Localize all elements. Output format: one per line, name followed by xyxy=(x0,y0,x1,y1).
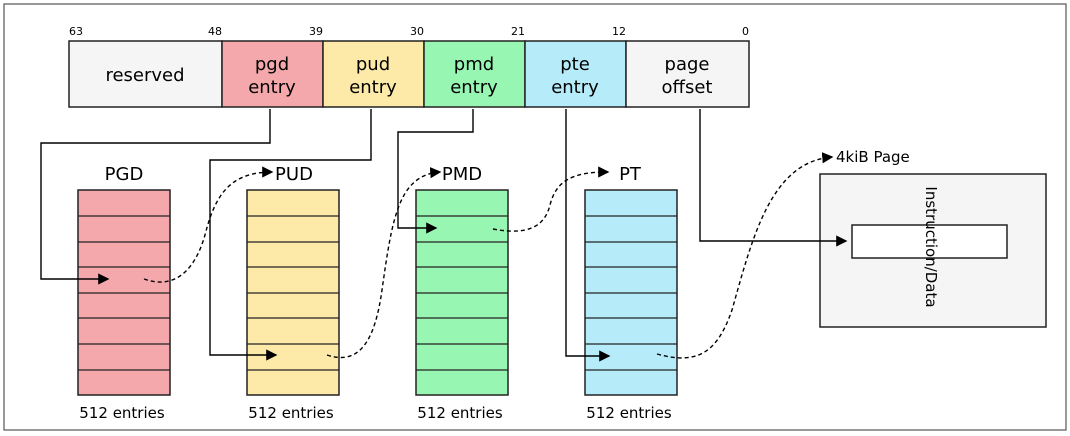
field-pgd-line2: entry xyxy=(248,77,296,98)
bit-label-39: 39 xyxy=(309,25,323,38)
bit-label-12: 12 xyxy=(612,25,626,38)
field-pgd-entry: pgd entry xyxy=(221,40,324,108)
field-pte-line2: entry xyxy=(551,77,599,98)
table-pud-rows xyxy=(247,215,339,371)
field-page-offset: page offset xyxy=(625,40,750,108)
bit-label-30: 30 xyxy=(410,25,424,38)
bit-label-48: 48 xyxy=(208,25,222,38)
pmd-index-arrow xyxy=(397,109,474,234)
field-pud-line2: entry xyxy=(349,77,397,98)
pt-to-page-pointer xyxy=(656,152,834,359)
field-pmd-line1: pmd xyxy=(454,54,494,75)
table-pgd-caption: 512 entries xyxy=(79,404,165,422)
field-pmd-entry: pmd entry xyxy=(423,40,526,108)
pmd-to-pt-pointer xyxy=(492,166,610,232)
pud-to-pmd-pointer xyxy=(326,167,442,359)
field-pud-entry: pud entry xyxy=(322,40,425,108)
table-pud-title: PUD xyxy=(275,164,313,185)
virtual-address: reserved pgd entry pud entry pmd entry p… xyxy=(68,40,750,108)
table-pmd: PMD 512 entries xyxy=(415,164,509,422)
bit-label-21: 21 xyxy=(511,25,525,38)
table-pud-caption: 512 entries xyxy=(248,404,334,422)
offset-arrow xyxy=(699,109,848,247)
field-offset-box xyxy=(625,40,750,108)
table-pt-caption: 512 entries xyxy=(586,404,672,422)
table-pmd-rows xyxy=(416,215,508,371)
page-inner-label: Instruction/Data xyxy=(922,186,940,307)
bit-label-63: 63 xyxy=(69,25,83,38)
field-pgd-box xyxy=(221,40,324,108)
table-pud: PUD 512 entries xyxy=(246,164,340,422)
pt-index-arrow xyxy=(565,109,611,362)
bit-labels: 63 48 39 30 21 12 0 xyxy=(69,25,749,38)
bit-label-0: 0 xyxy=(742,25,749,38)
field-pud-box xyxy=(322,40,425,108)
pgd-index-arrow xyxy=(40,109,271,285)
table-pt: PT 512 entries xyxy=(584,164,678,422)
table-pgd: PGD 512 entries xyxy=(77,164,171,422)
field-pud-line1: pud xyxy=(356,54,390,75)
field-offset-line2: offset xyxy=(662,77,713,98)
field-pte-box xyxy=(524,40,627,108)
pgd-to-pud-pointer xyxy=(143,166,274,283)
field-offset-line1: page xyxy=(665,54,710,75)
field-pmd-box xyxy=(423,40,526,108)
field-pgd-line1: pgd xyxy=(255,54,289,75)
table-pmd-title: PMD xyxy=(442,164,482,185)
field-pte-entry: pte entry xyxy=(524,40,627,108)
page-target-slot xyxy=(851,224,1008,259)
physical-page: 4kiB Page Instruction/Data xyxy=(819,148,1047,328)
table-pt-title: PT xyxy=(619,164,642,185)
pud-index-arrow xyxy=(209,109,372,361)
field-pmd-line2: entry xyxy=(450,77,498,98)
field-reserved-label: reserved xyxy=(105,65,184,86)
table-pgd-title: PGD xyxy=(105,164,144,185)
field-pte-line1: pte xyxy=(560,54,590,75)
table-pgd-rows xyxy=(78,215,170,371)
table-pmd-caption: 512 entries xyxy=(417,404,503,422)
field-reserved: reserved xyxy=(68,40,223,108)
page-title: 4kiB Page xyxy=(836,148,910,166)
table-pt-rows xyxy=(585,215,677,371)
